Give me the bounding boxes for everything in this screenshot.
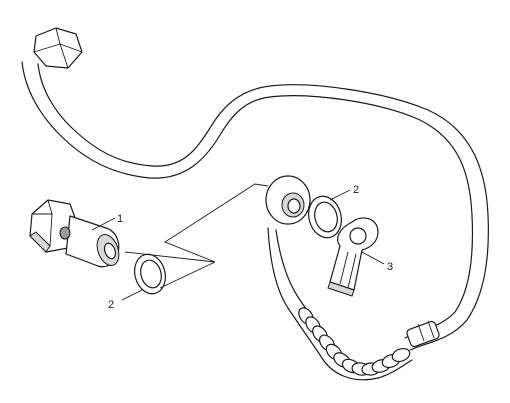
banjo-bolt [29,199,120,268]
union-nut [33,27,83,69]
callout-number: 3 [387,261,393,273]
callout-1: 1 [91,213,123,231]
callout-3: 3 [361,251,393,273]
retaining-clip [327,217,379,297]
pipe-corrugation [298,307,411,376]
callout-2-upper: 2 [329,184,359,201]
pipe-coupling [406,320,440,348]
banjo-fitting [265,175,311,225]
callout-number: 2 [108,299,114,311]
oil-pipe [21,61,489,381]
sealing-washer-lower [134,253,166,295]
callout-number: 2 [353,184,359,196]
callout-2-lower: 2 [108,289,143,311]
callout-number: 1 [117,213,123,225]
sealing-washer-upper [308,195,342,239]
assembly-guide-lines [124,183,269,289]
